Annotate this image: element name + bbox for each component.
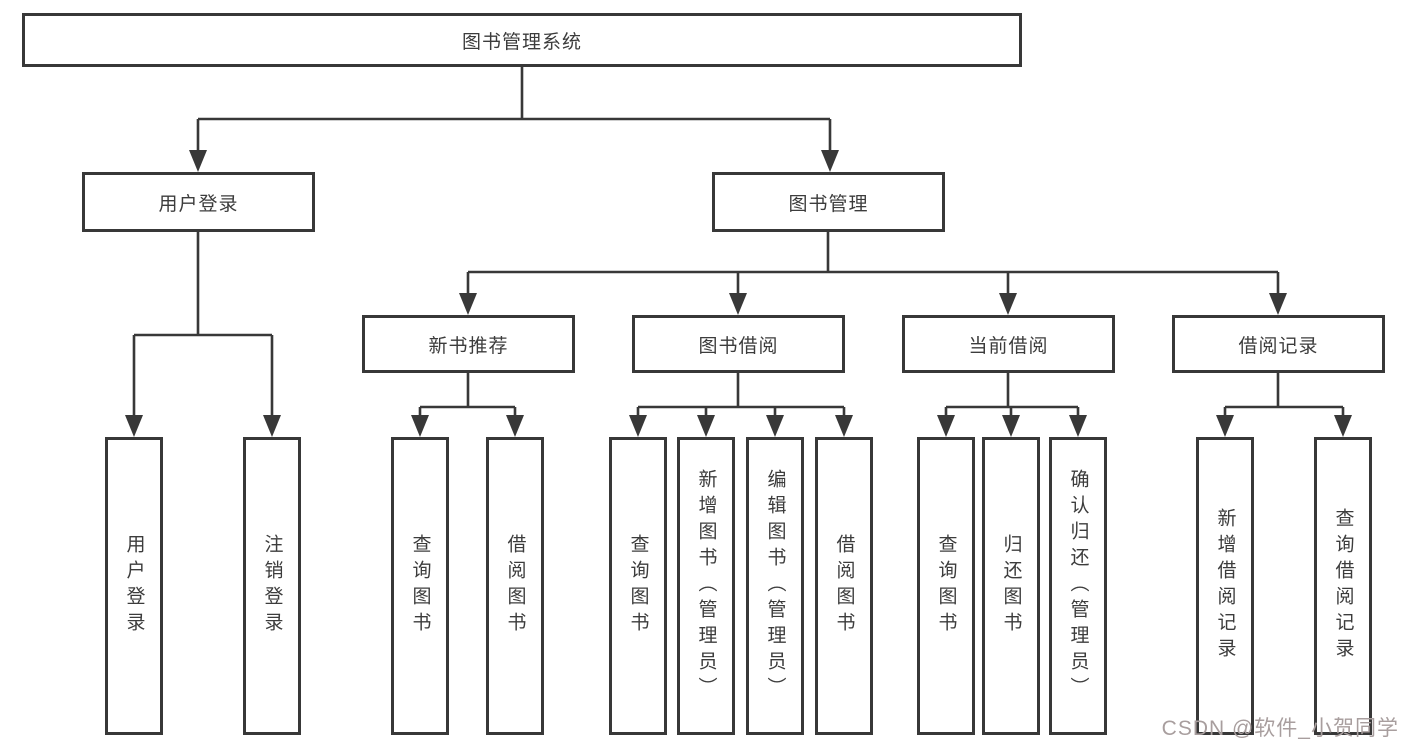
node-leaf-return-book-label: 归还图书 — [1000, 534, 1022, 638]
node-leaf-borrow-books-2: 借阅图书 — [815, 437, 873, 735]
node-leaf-add-book-admin: 新增图书（管理员） — [677, 437, 735, 735]
arrow-down-icon — [697, 415, 715, 437]
arrow-down-icon — [729, 293, 747, 315]
node-root: 图书管理系统 — [22, 13, 1022, 67]
connector-book-borrow-to-leaves — [636, 373, 846, 419]
node-current-borrowing: 当前借阅 — [902, 315, 1115, 373]
arrow-down-icon — [189, 150, 207, 172]
node-leaf-logout: 注销登录 — [243, 437, 301, 735]
node-leaf-user-login-label: 用户登录 — [123, 534, 145, 638]
node-book-management-label: 图书管理 — [788, 193, 869, 215]
node-book-management: 图书管理 — [712, 172, 945, 232]
arrow-down-icon — [263, 415, 281, 437]
node-current-borrowing-label: 当前借阅 — [968, 335, 1049, 357]
node-user-login-label: 用户登录 — [158, 193, 239, 215]
connector-root-to-level2 — [196, 67, 832, 154]
node-leaf-edit-book-admin-label: 编辑图书（管理员） — [764, 469, 786, 703]
arrow-down-icon — [1069, 415, 1087, 437]
node-leaf-edit-book-admin: 编辑图书（管理员） — [746, 437, 804, 735]
arrow-down-icon — [1269, 293, 1287, 315]
node-new-book-recommendation: 新书推荐 — [362, 315, 575, 373]
connector-user-login-to-leaves — [132, 232, 274, 419]
node-leaf-borrow-books-1: 借阅图书 — [486, 437, 544, 735]
node-book-borrowing: 图书借阅 — [632, 315, 845, 373]
arrow-down-icon — [821, 150, 839, 172]
arrow-down-icon — [766, 415, 784, 437]
arrow-down-icon — [411, 415, 429, 437]
node-leaf-borrow-books-2-label: 借阅图书 — [833, 534, 855, 638]
arrow-down-icon — [937, 415, 955, 437]
arrow-down-icon — [1334, 415, 1352, 437]
node-leaf-user-login: 用户登录 — [105, 437, 163, 735]
arrowheads — [125, 150, 1352, 437]
node-borrowing-records: 借阅记录 — [1172, 315, 1385, 373]
node-leaf-query-borrow-record-label: 查询借阅记录 — [1332, 508, 1354, 664]
node-borrowing-records-label: 借阅记录 — [1238, 335, 1319, 357]
arrow-down-icon — [459, 293, 477, 315]
node-new-book-recommendation-label: 新书推荐 — [428, 335, 509, 357]
node-leaf-confirm-return-admin: 确认归还（管理员） — [1049, 437, 1107, 735]
node-leaf-query-books-2-label: 查询图书 — [627, 534, 649, 638]
arrow-down-icon — [835, 415, 853, 437]
arrow-down-icon — [999, 293, 1017, 315]
arrow-down-icon — [1002, 415, 1020, 437]
connector-current-borrow-to-leaves — [944, 373, 1080, 419]
node-user-login: 用户登录 — [82, 172, 315, 232]
node-book-borrowing-label: 图书借阅 — [698, 335, 779, 357]
connector-new-book-to-leaves — [418, 373, 517, 419]
node-leaf-query-books-1: 查询图书 — [391, 437, 449, 735]
node-leaf-logout-label: 注销登录 — [261, 534, 283, 638]
node-leaf-add-borrow-record-label: 新增借阅记录 — [1214, 508, 1236, 664]
node-leaf-query-borrow-record: 查询借阅记录 — [1314, 437, 1372, 735]
connector-book-management-to-groups — [466, 232, 1280, 297]
node-leaf-return-book: 归还图书 — [982, 437, 1040, 735]
arrow-down-icon — [506, 415, 524, 437]
node-leaf-confirm-return-admin-label: 确认归还（管理员） — [1067, 469, 1089, 703]
node-leaf-add-book-admin-label: 新增图书（管理员） — [695, 469, 717, 703]
node-leaf-borrow-books-1-label: 借阅图书 — [504, 534, 526, 638]
arrow-down-icon — [1216, 415, 1234, 437]
node-leaf-query-books-3: 查询图书 — [917, 437, 975, 735]
node-leaf-query-books-2: 查询图书 — [609, 437, 667, 735]
arrow-down-icon — [125, 415, 143, 437]
arrow-down-icon — [629, 415, 647, 437]
node-root-label: 图书管理系统 — [461, 31, 582, 53]
node-leaf-add-borrow-record: 新增借阅记录 — [1196, 437, 1254, 735]
node-leaf-query-books-3-label: 查询图书 — [935, 534, 957, 638]
node-leaf-query-books-1-label: 查询图书 — [409, 534, 431, 638]
connector-borrow-records-to-leaves — [1223, 373, 1345, 419]
